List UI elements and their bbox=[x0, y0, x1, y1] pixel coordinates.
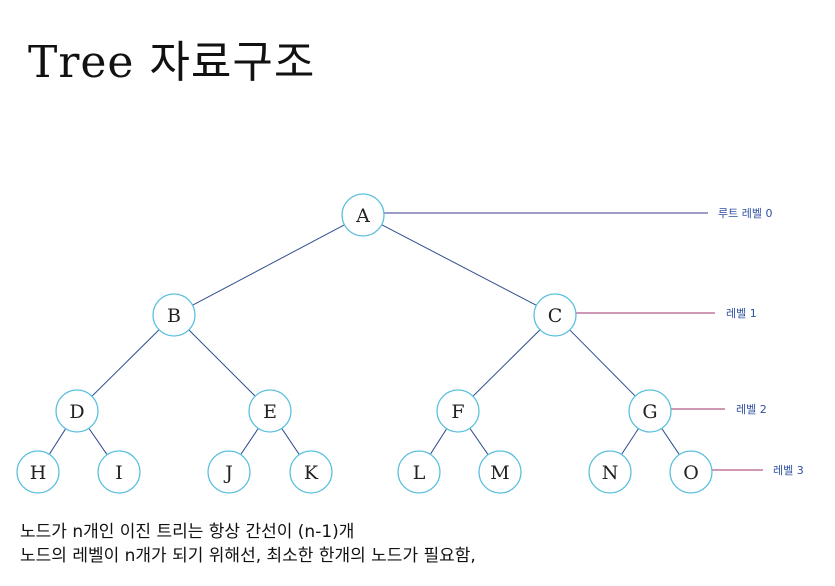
node-circle bbox=[16, 450, 60, 494]
tree-node-k: K bbox=[289, 450, 333, 494]
node-circle bbox=[478, 450, 522, 494]
node-label: K bbox=[304, 462, 319, 484]
level-label-3: 레벨 3 bbox=[773, 464, 804, 477]
note-line-1: 노드가 n개인 이진 트리는 항상 간선이 (n-1)개 bbox=[20, 522, 355, 542]
tree-node-f: F bbox=[436, 389, 480, 433]
tree-node-h: H bbox=[16, 450, 60, 494]
node-label: C bbox=[548, 305, 563, 327]
page-title: Tree 자료구조 bbox=[28, 37, 316, 88]
edge-G-N bbox=[621, 428, 639, 455]
node-label: M bbox=[490, 462, 509, 484]
edge-F-L bbox=[429, 428, 448, 455]
notes: 노드가 n개인 이진 트리는 항상 간선이 (n-1)개 노드의 레벨이 n개가… bbox=[20, 520, 476, 568]
edge-E-K bbox=[281, 428, 300, 455]
edge-B-E bbox=[188, 329, 256, 397]
tree-node-g: G bbox=[628, 389, 672, 433]
node-circle bbox=[207, 450, 251, 494]
edge-C-G bbox=[569, 329, 636, 397]
node-label: F bbox=[451, 401, 464, 423]
node-label: B bbox=[167, 305, 181, 327]
edges-layer bbox=[48, 224, 680, 455]
level-label-0: 루트 레벨 0 bbox=[718, 207, 772, 220]
tree-node-o: O bbox=[669, 450, 713, 494]
edge-A-B bbox=[192, 224, 345, 306]
node-circle bbox=[341, 193, 385, 237]
level-label-2: 레벨 2 bbox=[736, 403, 767, 416]
tree-node-a: A bbox=[341, 193, 385, 237]
edge-F-M bbox=[469, 428, 489, 455]
node-circle bbox=[628, 389, 672, 433]
tree-node-n: N bbox=[588, 450, 632, 494]
edge-E-J bbox=[240, 428, 259, 455]
tree-node-e: E bbox=[248, 389, 292, 433]
edge-D-H bbox=[48, 428, 67, 455]
tree-node-d: D bbox=[55, 389, 99, 433]
edge-D-I bbox=[88, 428, 108, 455]
edge-B-D bbox=[91, 329, 160, 397]
node-label: G bbox=[642, 401, 657, 423]
node-circle bbox=[55, 389, 99, 433]
node-label: A bbox=[355, 205, 370, 227]
node-circle bbox=[248, 389, 292, 433]
tree-node-m: M bbox=[478, 450, 522, 494]
node-label: I bbox=[115, 462, 123, 484]
tree-node-l: L bbox=[397, 450, 441, 494]
node-circle bbox=[397, 450, 441, 494]
node-label: J bbox=[223, 462, 233, 484]
level-lines-layer: 루트 레벨 0 레벨 1 레벨 2 레벨 3 bbox=[384, 207, 804, 477]
edge-A-C bbox=[381, 224, 537, 306]
node-label: N bbox=[602, 462, 619, 484]
node-circle bbox=[97, 450, 141, 494]
tree-node-i: I bbox=[97, 450, 141, 494]
level-label-1: 레벨 1 bbox=[726, 307, 757, 320]
node-circle bbox=[152, 293, 196, 337]
node-label: E bbox=[263, 401, 277, 423]
node-circle bbox=[669, 450, 713, 494]
node-circle bbox=[533, 293, 577, 337]
tree-node-b: B bbox=[152, 293, 196, 337]
node-label: D bbox=[69, 401, 84, 423]
edge-G-O bbox=[661, 428, 680, 455]
edge-C-F bbox=[472, 329, 541, 397]
tree-node-c: C bbox=[533, 293, 577, 337]
node-circle bbox=[588, 450, 632, 494]
nodes-layer: A B C D E F G H I J K L M N O bbox=[16, 193, 713, 494]
note-line-2: 노드의 레벨이 n개가 되기 위해선, 최소한 한개의 노드가 필요함, bbox=[20, 546, 476, 566]
node-circle bbox=[436, 389, 480, 433]
node-label: H bbox=[30, 462, 47, 484]
node-circle bbox=[289, 450, 333, 494]
node-label: L bbox=[413, 462, 426, 484]
node-label: O bbox=[683, 462, 699, 484]
tree-node-j: J bbox=[207, 450, 251, 494]
